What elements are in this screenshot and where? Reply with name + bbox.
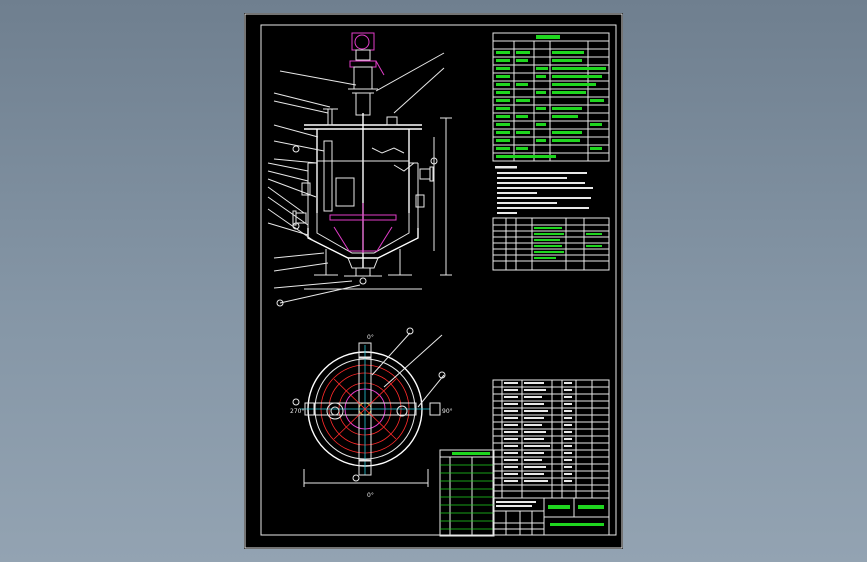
- angle-label-left: 270°: [290, 408, 304, 415]
- cad-drawing: 0° 270° 90° 0°: [244, 13, 623, 549]
- drawing-sheet: 0° 270° 90° 0°: [244, 13, 623, 549]
- plan-view: [292, 327, 446, 487]
- leader-balloon-icon: [276, 145, 438, 307]
- angle-label-top: 0°: [367, 334, 374, 341]
- parts-list-table: [492, 379, 610, 499]
- outer-frame: [244, 13, 623, 549]
- nozzle-table-small: [439, 449, 495, 537]
- angle-label-bottom: 0°: [367, 492, 374, 499]
- elevation-view: [267, 32, 452, 307]
- leader-lines: [267, 52, 445, 304]
- nozzle-icon: [292, 166, 434, 226]
- angle-label-right: 90°: [442, 408, 453, 415]
- technical-requirements-notes: [495, 166, 593, 214]
- technical-characteristics-table: [492, 32, 610, 162]
- motor-icon: [348, 32, 385, 116]
- inner-frame: [260, 24, 617, 536]
- nozzle-list-table: [492, 217, 610, 271]
- title-block: [492, 497, 610, 536]
